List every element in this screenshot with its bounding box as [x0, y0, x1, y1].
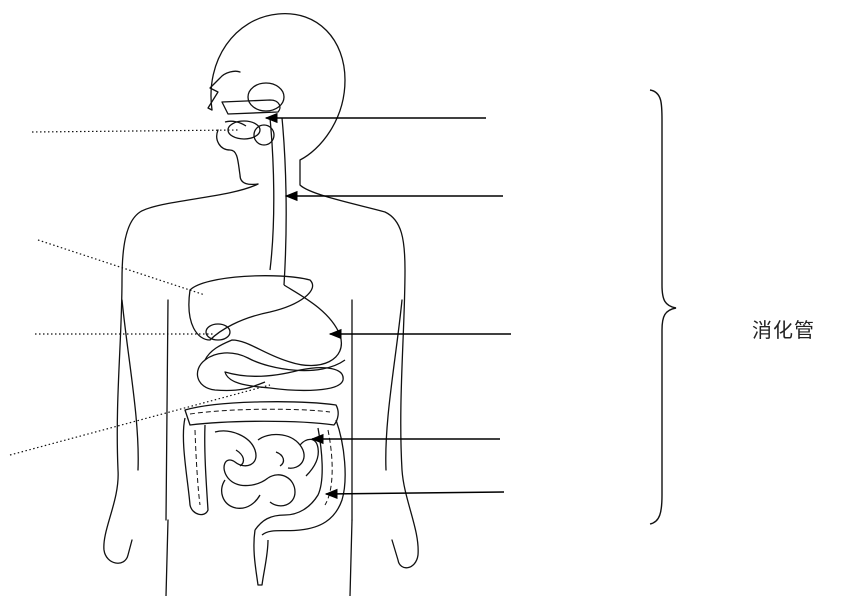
- curly-brace: [650, 90, 676, 524]
- leader-line-1: [32, 130, 238, 132]
- digestive-tract-label: 消化管: [752, 314, 815, 343]
- mouth-region: [222, 83, 284, 145]
- pancreas: [225, 368, 343, 391]
- small-intestine: [215, 431, 318, 508]
- arrow-5: [326, 492, 504, 494]
- dotted-leaders: [10, 130, 270, 455]
- esophagus: [270, 118, 286, 285]
- gallbladder: [206, 324, 230, 340]
- liver: [189, 276, 313, 340]
- large-intestine: [183, 402, 345, 585]
- right-arrows: [266, 118, 511, 494]
- leader-line-4: [10, 385, 270, 455]
